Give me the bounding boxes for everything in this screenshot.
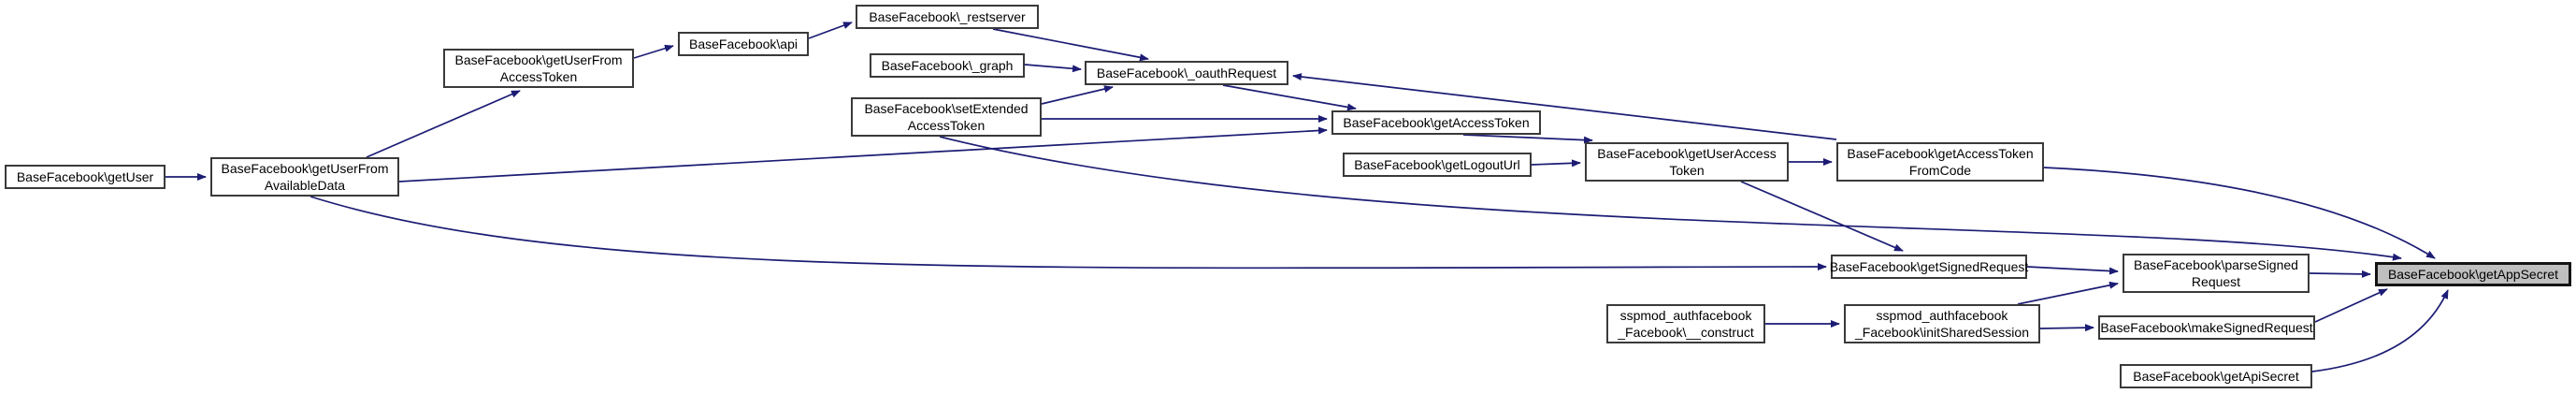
node-getAppSecret[interactable]: BaseFacebook\getAppSecret (2375, 262, 2571, 286)
node-api[interactable]: BaseFacebook\api (678, 32, 809, 56)
edge-getAccessTokenFromCode-to-getAppSecret (2043, 167, 2436, 259)
node-makeSignedRequest[interactable]: BaseFacebook\makeSignedRequest (2098, 315, 2315, 340)
edge-oauthRequest-to-getAccessToken (1222, 84, 1357, 111)
edge-getUserFromAvailableData-to-getUserFromAccessToken (366, 90, 521, 158)
edge-getUserFromAvailableData-to-getSignedRequest (309, 196, 1827, 271)
edge-getLogoutUrl-to-getUserAccessToken (1531, 159, 1581, 168)
edge-api-to-restserver (808, 22, 853, 39)
node-getAccessTokenFromCode[interactable]: BaseFacebook\getAccessToken FromCode (1836, 142, 2044, 182)
node-oauthRequest[interactable]: BaseFacebook\_oauthRequest (1085, 61, 1288, 85)
edge-getUserAccessToken-to-getSignedRequest (1740, 181, 1904, 252)
node-getApiSecret[interactable]: BaseFacebook\getApiSecret (2120, 364, 2312, 388)
node-graph[interactable]: BaseFacebook\_graph (870, 53, 1025, 78)
edge-parseSignedRequest-to-getAppSecret (2309, 270, 2371, 278)
edge-setExtendedAccessToken-to-oauthRequest (1041, 85, 1114, 105)
edge-getUserFromAvailableData-to-getAccessToken (398, 126, 1328, 182)
edge-getApiSecret-to-getAppSecret (2311, 289, 2449, 372)
edge-initSharedSession-to-parseSignedRequest (2017, 281, 2119, 305)
node-restserver[interactable]: BaseFacebook\_restserver (856, 5, 1039, 29)
node-getLogoutUrl[interactable]: BaseFacebook\getLogoutUrl (1343, 153, 1532, 177)
edge-makeSignedRequest-to-getAppSecret (2314, 288, 2388, 323)
node-setExtendedAccessToken[interactable]: BaseFacebook\setExtended AccessToken (851, 97, 1042, 137)
node-getUserFromAvailableData[interactable]: BaseFacebook\getUserFrom AvailableData (210, 157, 399, 197)
node-initSharedSession[interactable]: sspmod_authfacebook _Facebook\initShared… (1844, 304, 2040, 343)
edge-getSignedRequest-to-parseSignedRequest (2026, 266, 2119, 275)
node-getUserAccessToken[interactable]: BaseFacebook\getUserAccess Token (1585, 142, 1789, 182)
node-parseSignedRequest[interactable]: BaseFacebook\parseSigned Request (2123, 254, 2310, 293)
edge-getUserFromAccessToken-to-api (633, 44, 674, 59)
node-getSignedRequest[interactable]: BaseFacebook\getSignedRequest (1830, 255, 2028, 279)
edge-getAccessToken-to-getUserAccessToken (1462, 134, 1593, 144)
edge-graph-to-oauthRequest (1024, 64, 1082, 73)
node-getAccessToken[interactable]: BaseFacebook\getAccessToken (1331, 110, 1541, 135)
node-construct[interactable]: sspmod_authfacebook _Facebook\__construc… (1606, 304, 1765, 343)
node-getUserFromAccessToken[interactable]: BaseFacebook\getUserFrom AccessToken (443, 49, 634, 88)
node-getUser[interactable]: BaseFacebook\getUser (5, 165, 165, 189)
